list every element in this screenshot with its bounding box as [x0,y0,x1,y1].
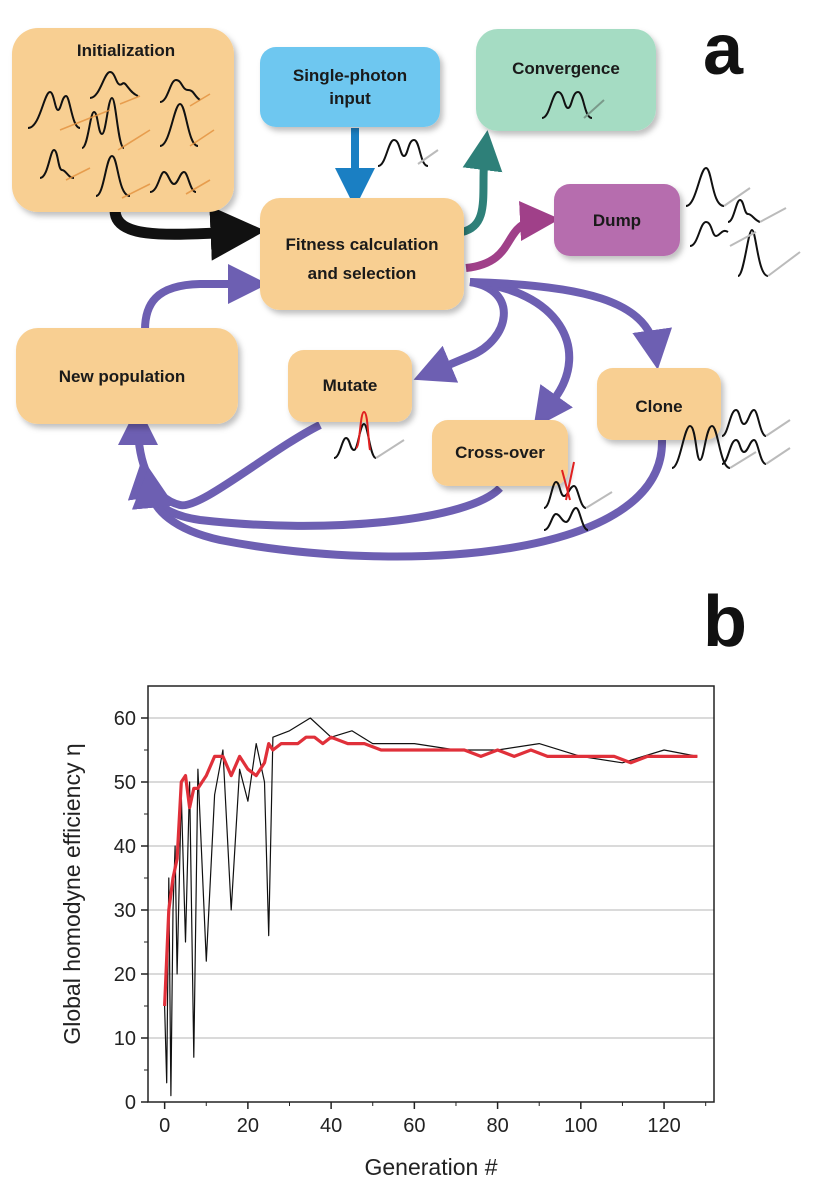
dump-box: Dump [554,184,680,256]
clone-label: Clone [635,397,682,416]
individual-fitness-line [164,717,698,1097]
arrow-mutate-to-new-population [118,405,322,510]
average-fitness-line [163,735,698,1007]
efficiency-chart: 0 20 40 60 80 100 120 0 10 20 30 40 50 60 Generation… [59,685,715,1180]
y-tick-label: 0 [125,1092,136,1114]
x-tick-label: 120 [647,1115,680,1137]
y-tick-label: 30 [114,900,136,922]
initialization-waveform-icons [27,70,201,197]
waveform-glyphs [27,70,801,531]
plot-frame [147,685,715,1103]
y-tick-label: 40 [114,836,136,858]
fitness-label-line1: Fitness calculation [285,235,438,254]
initialization-box: Initialization [12,28,234,212]
x-tick-label: 40 [320,1115,342,1137]
convergence-label: Convergence [512,59,620,78]
convergence-box: Convergence [476,29,656,131]
panel-b-letter: b [703,582,747,662]
mutate-box: Mutate [288,350,412,422]
x-tick-label: 60 [403,1115,425,1137]
panel-a-letter: a [703,10,744,90]
new-population-box: New population [16,328,238,424]
flow-arrows [109,128,673,561]
arrow-fitness-to-convergence [460,130,503,236]
y-tick-label: 10 [114,1028,136,1050]
x-tick-label: 0 [159,1115,170,1137]
dump-shadow-icons [723,187,801,277]
clone-shadow-icons [729,419,791,469]
arrow-fitness-to-dump [465,201,560,272]
x-tick-label: 100 [564,1115,597,1137]
y-tick-label: 20 [114,964,136,986]
new-population-label: New population [59,367,186,386]
input-label-line2: input [329,89,371,108]
arrow-fitness-to-crossover [469,278,574,429]
arrow-clone-to-new-population [131,439,667,561]
y-axis-ticks: 0 10 20 30 40 50 60 [114,708,148,1114]
crossover-label: Cross-over [455,443,545,462]
x-tick-label: 20 [237,1115,259,1137]
arrow-new-population-to-fitness [141,264,268,331]
chart-series [163,717,698,1097]
y-tick-label: 50 [114,772,136,794]
fitness-box: Fitness calculation and selection [260,198,464,310]
single-photon-input-box: Single-photon input [260,47,440,127]
crossover-waveform-icon [543,461,613,531]
clone-waveform-icons [671,408,767,469]
mutate-label: Mutate [323,376,378,395]
dump-waveform-icons [685,166,769,277]
x-tick-label: 80 [486,1115,508,1137]
input-waveform-icon [377,138,439,167]
chart-grid [148,717,714,1039]
y-tick-label: 60 [114,708,136,730]
y-axis-label: Global homodyne efficiency η [59,743,85,1044]
x-axis-label: Generation # [365,1154,498,1180]
fitness-label-line2: and selection [308,264,417,283]
clone-box: Clone [597,368,721,440]
initialization-label: Initialization [77,41,175,60]
convergence-waveform-icon [541,90,605,119]
arrow-initialization-to-fitness [109,205,266,261]
dump-label: Dump [593,211,641,230]
initialization-shadow-icons [59,93,215,199]
input-label-line1: Single-photon [293,66,407,85]
x-axis-ticks: 0 20 40 60 80 100 120 [159,1102,707,1137]
mutate-waveform-icon [333,410,405,459]
crossover-box: Cross-over [432,420,568,486]
arrow-fitness-to-clone [469,278,673,370]
